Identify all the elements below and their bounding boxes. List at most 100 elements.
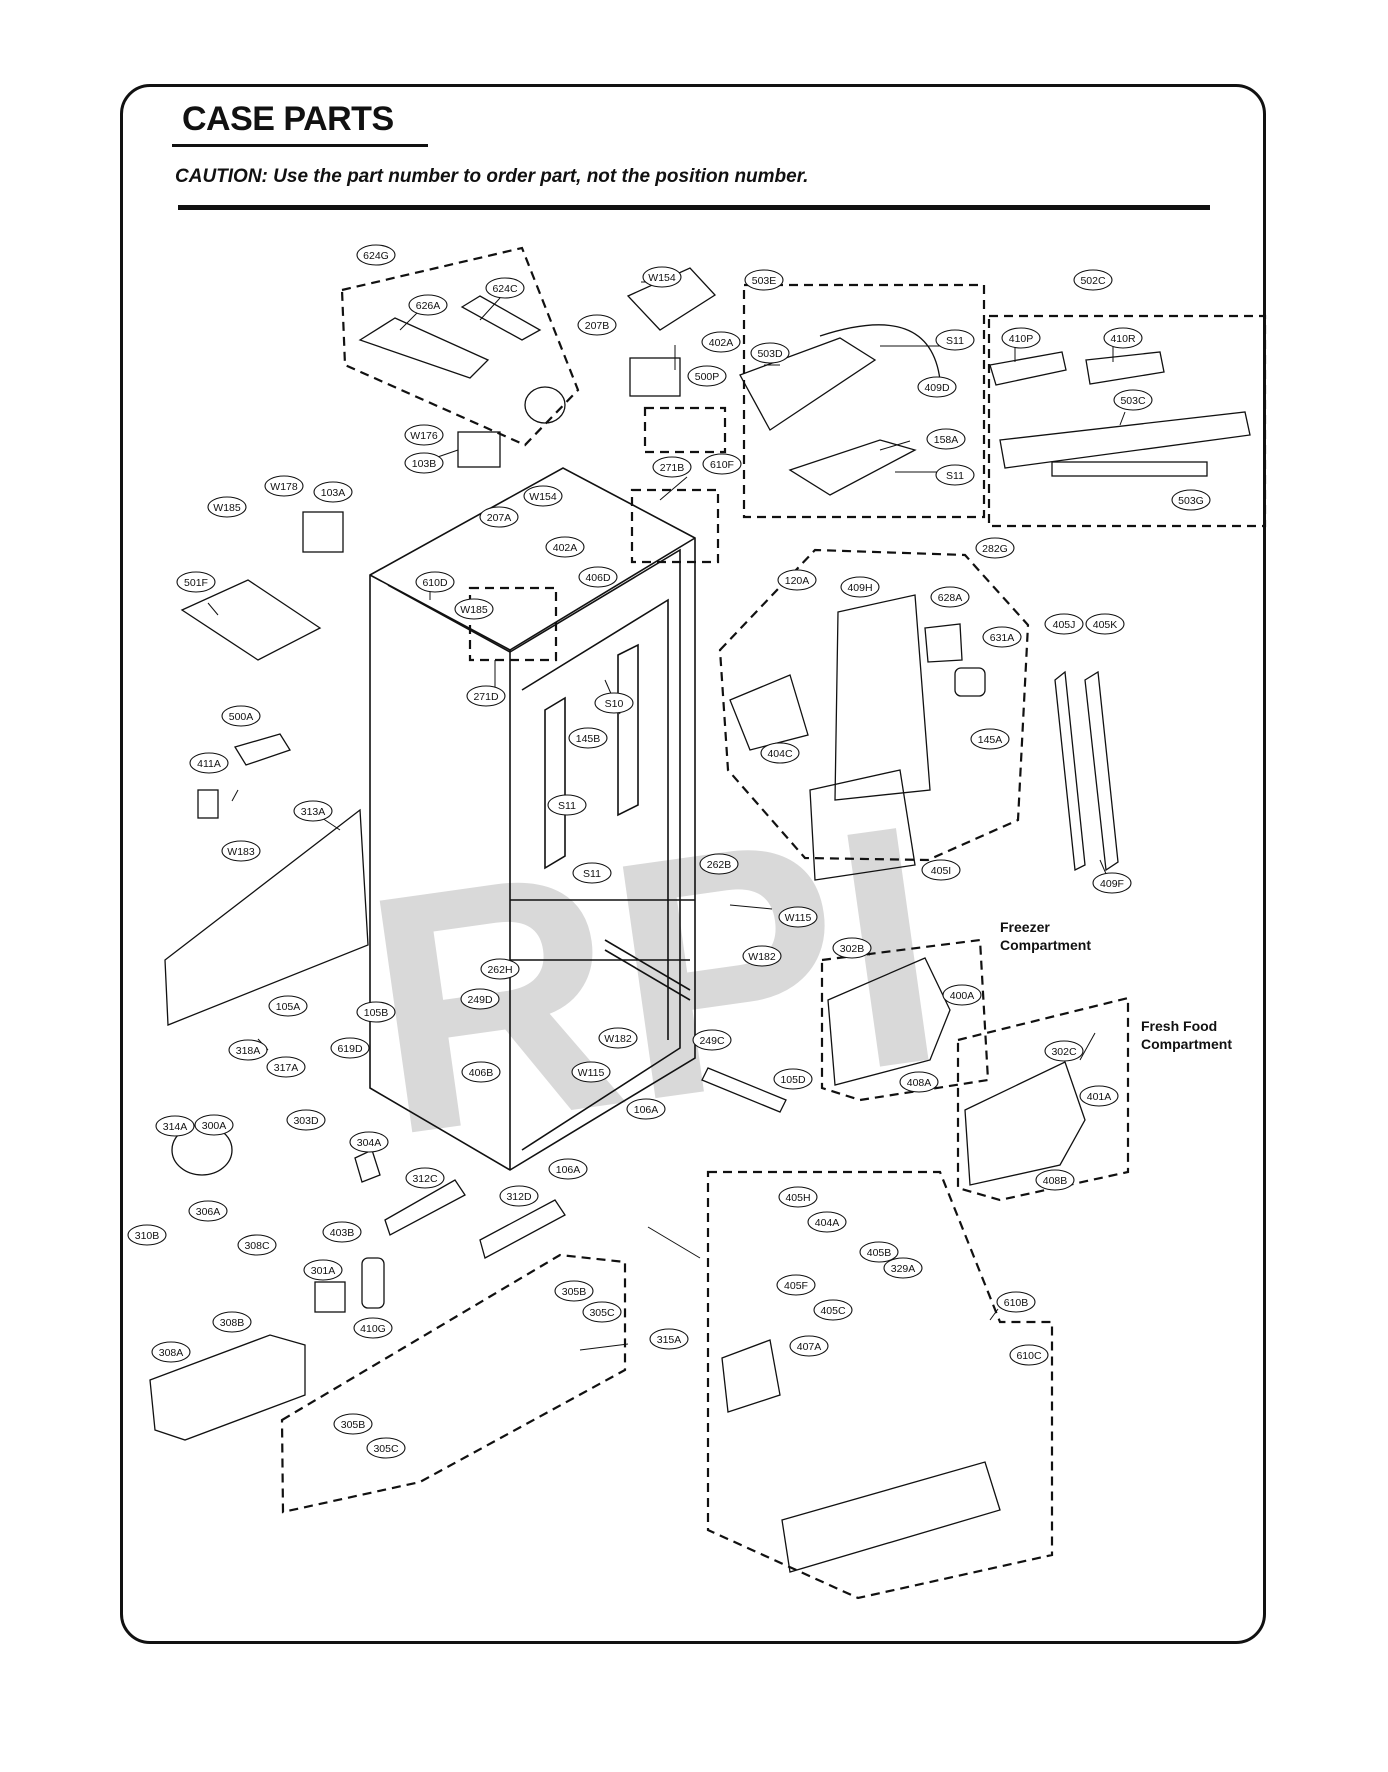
part-308A xyxy=(149,1334,306,1441)
callout-500a: 500A xyxy=(221,705,261,727)
page-frame xyxy=(120,84,1266,1644)
part-410G xyxy=(361,1257,385,1309)
part-shapes xyxy=(149,267,1251,1573)
part-301A xyxy=(314,1281,346,1313)
callout-103b: 103B xyxy=(404,452,444,474)
callout-label: 610D xyxy=(422,577,448,589)
part-501F xyxy=(180,579,322,661)
callout-label: 305B xyxy=(562,1286,587,1298)
callout-610f: 610F xyxy=(702,453,742,475)
callout-301a: 301A xyxy=(303,1259,343,1281)
part-312D xyxy=(479,1199,566,1259)
callout-label: W154 xyxy=(529,491,557,503)
callout-303d: 303D xyxy=(286,1109,326,1131)
part-405J xyxy=(1054,670,1086,872)
callout-label: 249D xyxy=(467,994,493,1006)
callout-631a: 631A xyxy=(982,626,1022,648)
callout-label: 312C xyxy=(412,1173,438,1185)
callout-w176: W176 xyxy=(404,424,444,446)
callout-label: 105D xyxy=(780,1074,806,1086)
part-410R xyxy=(1085,351,1165,385)
callout-label: W154 xyxy=(648,272,676,284)
callout-329a: 329A xyxy=(883,1257,923,1279)
callout-label: 158A xyxy=(934,434,959,446)
callout-label: 303D xyxy=(293,1115,319,1127)
callout-label: 304A xyxy=(357,1137,382,1149)
callout-label: 301A xyxy=(311,1265,336,1277)
callout-label: S11 xyxy=(583,868,601,880)
part-wire-409D xyxy=(819,324,941,381)
part-105D xyxy=(701,1067,787,1113)
callout-410g: 410G xyxy=(353,1317,393,1339)
callout-404c: 404C xyxy=(760,742,800,764)
callout-410p: 410P xyxy=(1001,327,1041,349)
callout-label: 404A xyxy=(815,1217,840,1229)
callout-label: 317A xyxy=(274,1062,299,1074)
callout-label: 406B xyxy=(469,1067,494,1079)
callout-label: 262B xyxy=(707,859,732,871)
callout-label: 500P xyxy=(695,371,720,383)
callout-label: 407A xyxy=(797,1341,822,1353)
callout-503e: 503E xyxy=(744,269,784,291)
part-313A xyxy=(164,808,369,1026)
callout-317a: 317A xyxy=(266,1056,306,1078)
callout-label: 503E xyxy=(752,275,777,287)
part-626A xyxy=(358,317,490,379)
callout-label: 405I xyxy=(931,865,951,877)
callout-w154: W154 xyxy=(523,485,563,507)
callout-label: 405F xyxy=(784,1280,808,1292)
group-624G xyxy=(340,246,580,447)
callout-label: 409D xyxy=(924,382,950,394)
callout-label: 106A xyxy=(634,1104,659,1116)
callout-628a: 628A xyxy=(930,586,970,608)
callout-w182: W182 xyxy=(742,945,782,967)
part-158A xyxy=(788,439,917,496)
callout-label: W185 xyxy=(460,604,488,616)
callout-305b: 305B xyxy=(333,1413,373,1435)
group-610B xyxy=(706,1170,1054,1600)
callout-label: 610F xyxy=(710,459,734,471)
group-271B xyxy=(630,488,720,564)
callout-label: 103B xyxy=(412,458,437,470)
callout-s10: S10 xyxy=(594,692,634,714)
callout-label: W182 xyxy=(748,951,776,963)
callout-401a: 401A xyxy=(1079,1085,1119,1107)
part-304A xyxy=(354,1149,381,1183)
callout-503d: 503D xyxy=(750,342,790,364)
callout-label: 400A xyxy=(950,990,975,1002)
callout-500p: 500P xyxy=(687,365,727,387)
part-410P xyxy=(989,351,1067,386)
callout-label: W176 xyxy=(410,430,438,442)
callout-405j: 405J xyxy=(1044,613,1084,635)
callout-w183: W183 xyxy=(221,840,261,862)
part-631A xyxy=(954,667,986,697)
callout-s11: S11 xyxy=(935,464,975,486)
callout-label: 402A xyxy=(709,337,734,349)
callout-label: 624C xyxy=(492,283,518,295)
callout-145a: 145A xyxy=(970,728,1010,750)
part-lower-duct xyxy=(809,769,916,881)
part-503C xyxy=(999,411,1251,469)
callout-label: 103A xyxy=(321,487,346,499)
callout-w185: W185 xyxy=(207,496,247,518)
callout-610b: 610B xyxy=(996,1291,1036,1313)
callout-408a: 408A xyxy=(899,1071,939,1093)
callout-label: 302B xyxy=(840,943,865,955)
freezer-note-line2: Compartment xyxy=(1000,937,1091,953)
callout-619d: 619D xyxy=(330,1037,370,1059)
callout-w154: W154 xyxy=(642,266,682,288)
callout-label: 305C xyxy=(373,1443,399,1455)
callout-s11: S11 xyxy=(572,862,612,884)
part-408B xyxy=(964,1061,1086,1186)
group-120A xyxy=(718,548,1030,862)
callout-label: 310B xyxy=(135,1230,160,1242)
callout-308b: 308B xyxy=(212,1311,252,1333)
callout-label: 308B xyxy=(220,1317,245,1329)
callout-label: 207B xyxy=(585,320,610,332)
callout-label: W178 xyxy=(270,481,298,493)
group-302C xyxy=(956,996,1130,1202)
part-roller xyxy=(524,386,566,424)
callout-w115: W115 xyxy=(778,906,818,928)
callout-label: 628A xyxy=(938,592,963,604)
callout-408b: 408B xyxy=(1035,1169,1075,1191)
